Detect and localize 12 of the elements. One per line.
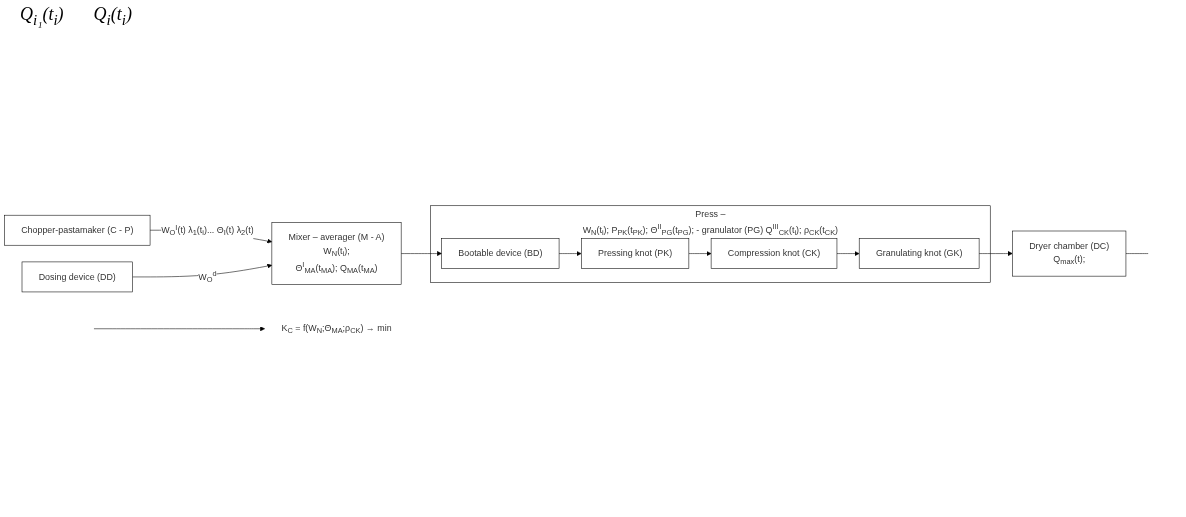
node-box: Pressing knot (PK) bbox=[581, 237, 690, 269]
node-box: Dosing device (DD) bbox=[21, 261, 133, 292]
formula-label: Q$_{i₁}$(t$_{i}$) bbox=[20, 4, 64, 29]
node-text: K$_{C}$ = f(W$_{N}$;Θ$_{MA}$;ρ$_{CK}$) → min bbox=[281, 322, 392, 335]
node-box: Granulating knot (GK) bbox=[858, 237, 980, 269]
node-box: Bootable device (BD) bbox=[441, 237, 560, 269]
node-box: Chopper-pastamaker (C - P) bbox=[4, 214, 151, 246]
formula-label: Q$_{i}$(t$_{i}$) bbox=[93, 4, 132, 29]
edge-label: W$_{O}$$^{I}$(t) λ$_{1}$(t$_{i}$)... Θ$_{I}$(t) λ$_{2}$(t) bbox=[161, 222, 254, 237]
node-box: Dryer chamber (DC) Q$_{max}$(t); bbox=[1012, 230, 1127, 276]
node-box: Compression knot (CK) bbox=[710, 237, 838, 269]
node-box: Mixer – averager (M - A) W$_{N}$(t$_{i}$); Θ$^{I}$$_{MA}$(t$_{MA}$); Q$_{MA}$(t$_{MA}$) bbox=[271, 221, 402, 285]
